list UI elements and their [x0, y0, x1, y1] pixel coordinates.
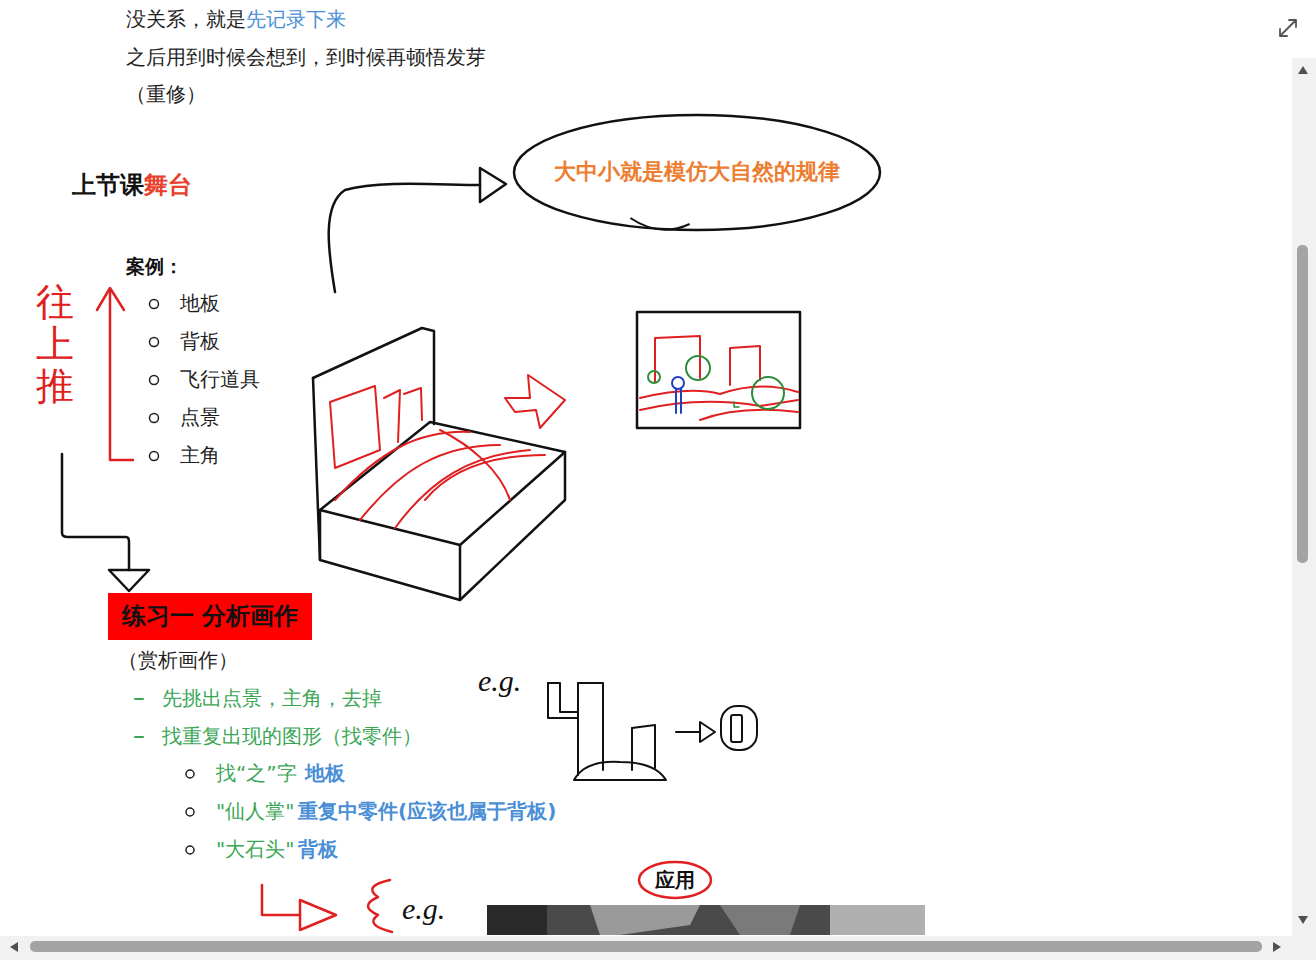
arrow-to-note	[329, 168, 506, 292]
scene-frame	[637, 312, 800, 428]
down-arrow	[62, 454, 149, 591]
list-item: 飞行道具	[180, 366, 260, 392]
sub-item: "仙人掌"	[216, 798, 294, 824]
bed-sketch	[313, 328, 565, 600]
exercise-banner: 练习一 分析画作	[108, 593, 312, 640]
bottom-red-marks	[262, 880, 392, 932]
sub-item: 找“之”字	[216, 760, 297, 786]
list-item: 地板	[180, 290, 220, 316]
list-heading: 案例：	[126, 254, 183, 279]
list-item: 背板	[180, 328, 220, 354]
sub-item-tag: 背板	[298, 836, 338, 862]
sub-item: "大石头"	[216, 836, 294, 862]
sub-item-tag: 地板	[305, 760, 345, 786]
step-item: 先挑出点景，主角，去掉	[162, 685, 382, 711]
handwritten-note: 往上推	[36, 282, 74, 407]
dash-markers	[135, 699, 143, 737]
expand-icon	[1280, 20, 1296, 36]
note-text: （赏析画作）	[118, 647, 238, 673]
push-up-arrow	[97, 288, 133, 460]
painting-thumbnail	[487, 905, 925, 935]
red-block-arrow	[505, 375, 565, 428]
handwritten-eg: e.g.	[402, 889, 445, 928]
node-text: 应用	[655, 867, 695, 893]
note-ellipse: 大中小就是模仿大自然的规律	[512, 113, 882, 232]
step-item: 找重复出现的图形（找零件）	[162, 723, 422, 749]
section-heading: 上节课	[72, 170, 144, 201]
section-heading-accent: 舞台	[144, 170, 192, 201]
node-text: 大中小就是模仿大自然的规律	[554, 158, 840, 187]
note-text: 之后用到时候会想到，到时候再顿悟发芽	[126, 44, 486, 70]
node-text: 练习一 分析画作	[122, 601, 298, 632]
apply-circle: 应用	[637, 860, 713, 900]
note-text: 没关系，就是	[126, 6, 246, 32]
note-text: （重修）	[126, 81, 206, 107]
list-item: 主角	[180, 442, 220, 468]
cactus-sketch	[548, 683, 757, 780]
scrollbars	[0, 58, 1316, 960]
note-highlight: 先记录下来	[246, 6, 346, 32]
list-item: 点景	[180, 404, 220, 430]
handwritten-eg: e.g.	[478, 661, 521, 700]
sub-item-tag: 重复中零件(应该也属于背板)	[298, 798, 556, 824]
